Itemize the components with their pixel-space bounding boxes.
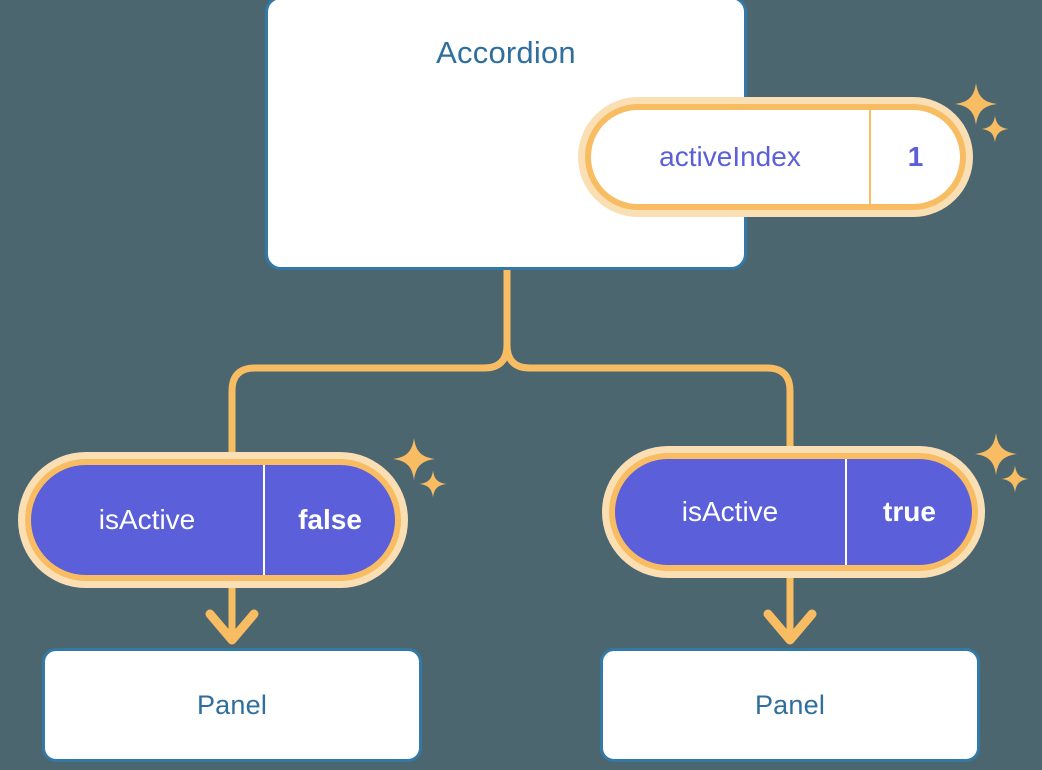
accordion-card: Accordion activeIndex 1 <box>265 0 1009 270</box>
badge-key: isActive <box>681 496 779 527</box>
badge-value: true <box>845 459 972 565</box>
panel-card-right: Panel <box>600 648 980 762</box>
badge-ring: isActive false <box>25 459 401 581</box>
sparkle-large-icon <box>392 437 436 481</box>
connector-branch-right <box>503 341 794 450</box>
panel-title: Panel <box>754 689 826 720</box>
sparkle-large-icon <box>954 82 998 126</box>
state-badge-is-active-false[interactable]: isActive false <box>18 452 408 588</box>
state-badge-is-active-true[interactable]: isActive true <box>602 446 985 578</box>
badge-key: activeIndex <box>659 141 801 172</box>
badge-body: isActive false <box>31 465 395 575</box>
badge-body: activeIndex 1 <box>591 110 960 204</box>
panel-title: Panel <box>196 689 268 720</box>
arrow-head-left-icon <box>205 609 259 645</box>
panel-card-left: Panel <box>42 648 422 762</box>
badge-key: isActive <box>98 504 196 535</box>
badge-ring: activeIndex 1 <box>585 104 966 210</box>
sparkle-large-icon <box>974 432 1018 476</box>
badge-ring: isActive true <box>609 453 978 571</box>
accordion-title: Accordion <box>436 35 576 70</box>
arrow-head-right-icon <box>763 609 817 645</box>
sparkle-small-icon <box>981 115 1009 143</box>
sparkle-small-icon <box>419 470 447 498</box>
badge-value: false <box>263 465 395 575</box>
state-badge-active-index[interactable]: activeIndex 1 <box>578 97 973 217</box>
badge-body: isActive true <box>615 459 972 565</box>
connector-branch-left <box>228 341 511 456</box>
sparkle-small-icon <box>1001 465 1029 493</box>
badge-value: 1 <box>869 110 960 204</box>
